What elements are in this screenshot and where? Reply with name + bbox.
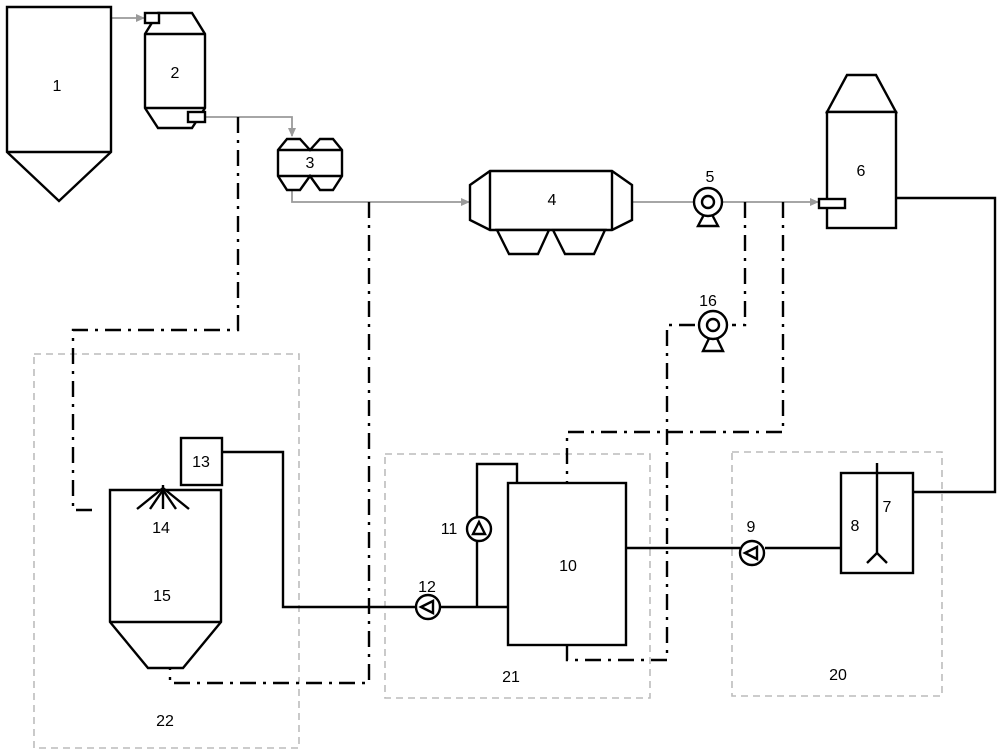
dashdot-to-10-top bbox=[565, 202, 785, 483]
equipment-15-vessel: 15 bbox=[108, 488, 223, 670]
gas-flow-lines bbox=[111, 14, 819, 206]
label-21: 21 bbox=[502, 669, 520, 686]
label-6: 6 bbox=[857, 163, 866, 180]
label-15: 15 bbox=[153, 588, 171, 605]
dashdot-2-to-15 bbox=[71, 117, 240, 512]
label-20: 20 bbox=[829, 667, 847, 684]
equipment-10-tank: 10 bbox=[506, 481, 628, 647]
label-3: 3 bbox=[306, 155, 315, 172]
equipment-12-pump: 12 bbox=[414, 579, 442, 621]
label-14: 14 bbox=[152, 520, 170, 537]
label-5: 5 bbox=[706, 169, 715, 186]
dashdot-fan-16-to-10 bbox=[565, 323, 695, 662]
system-boundary-21 bbox=[384, 453, 651, 699]
label-11: 11 bbox=[441, 521, 458, 538]
equipment-4: 4 bbox=[468, 169, 634, 256]
equipment-9-pump: 9 bbox=[738, 519, 766, 567]
equipment-3: 3 bbox=[276, 137, 344, 192]
liquid-lines bbox=[222, 196, 997, 609]
inlet-nozzle bbox=[817, 197, 847, 210]
dash-dot-lines bbox=[71, 117, 785, 685]
line-pump-11-to-10 bbox=[475, 462, 519, 517]
label-16: 16 bbox=[699, 293, 717, 310]
gas-line-2-to-3 bbox=[205, 116, 296, 137]
gas-line-3-to-4 bbox=[291, 190, 470, 206]
equipment-11-pump: 11 bbox=[441, 515, 493, 543]
equipment-5-fan: 5 bbox=[692, 169, 724, 228]
equipment-7-agitator: 7 bbox=[866, 463, 892, 564]
line-pump-12-to-13 bbox=[222, 450, 416, 609]
label-2: 2 bbox=[171, 65, 180, 82]
system-boundary-20 bbox=[731, 451, 943, 697]
label-9: 9 bbox=[747, 519, 756, 536]
label-13: 13 bbox=[192, 454, 210, 471]
inlet-nozzle bbox=[143, 11, 161, 25]
equipment-1-silo: 1 bbox=[5, 5, 113, 203]
label-4: 4 bbox=[548, 192, 557, 209]
equipment-13: 13 bbox=[179, 436, 224, 487]
line-6-to-7 bbox=[896, 196, 997, 494]
dashdot-3-to-15 bbox=[168, 202, 371, 685]
label-12: 12 bbox=[418, 579, 436, 596]
label-1: 1 bbox=[53, 78, 62, 95]
label-10: 10 bbox=[559, 558, 577, 575]
system-boundary-22 bbox=[33, 353, 300, 749]
label-7: 7 bbox=[883, 499, 892, 516]
dashdot-to-fan-16 bbox=[732, 202, 747, 327]
equipment-6-tower: 6 bbox=[817, 73, 899, 230]
equipment-2: 2 bbox=[143, 11, 207, 130]
label-8: 8 bbox=[851, 518, 860, 535]
label-22: 22 bbox=[156, 713, 174, 730]
equipment-16-fan: 16 bbox=[697, 293, 729, 353]
equipment-14-spray-nozzle: 14 bbox=[136, 485, 190, 537]
outlet-nozzle bbox=[186, 110, 207, 124]
